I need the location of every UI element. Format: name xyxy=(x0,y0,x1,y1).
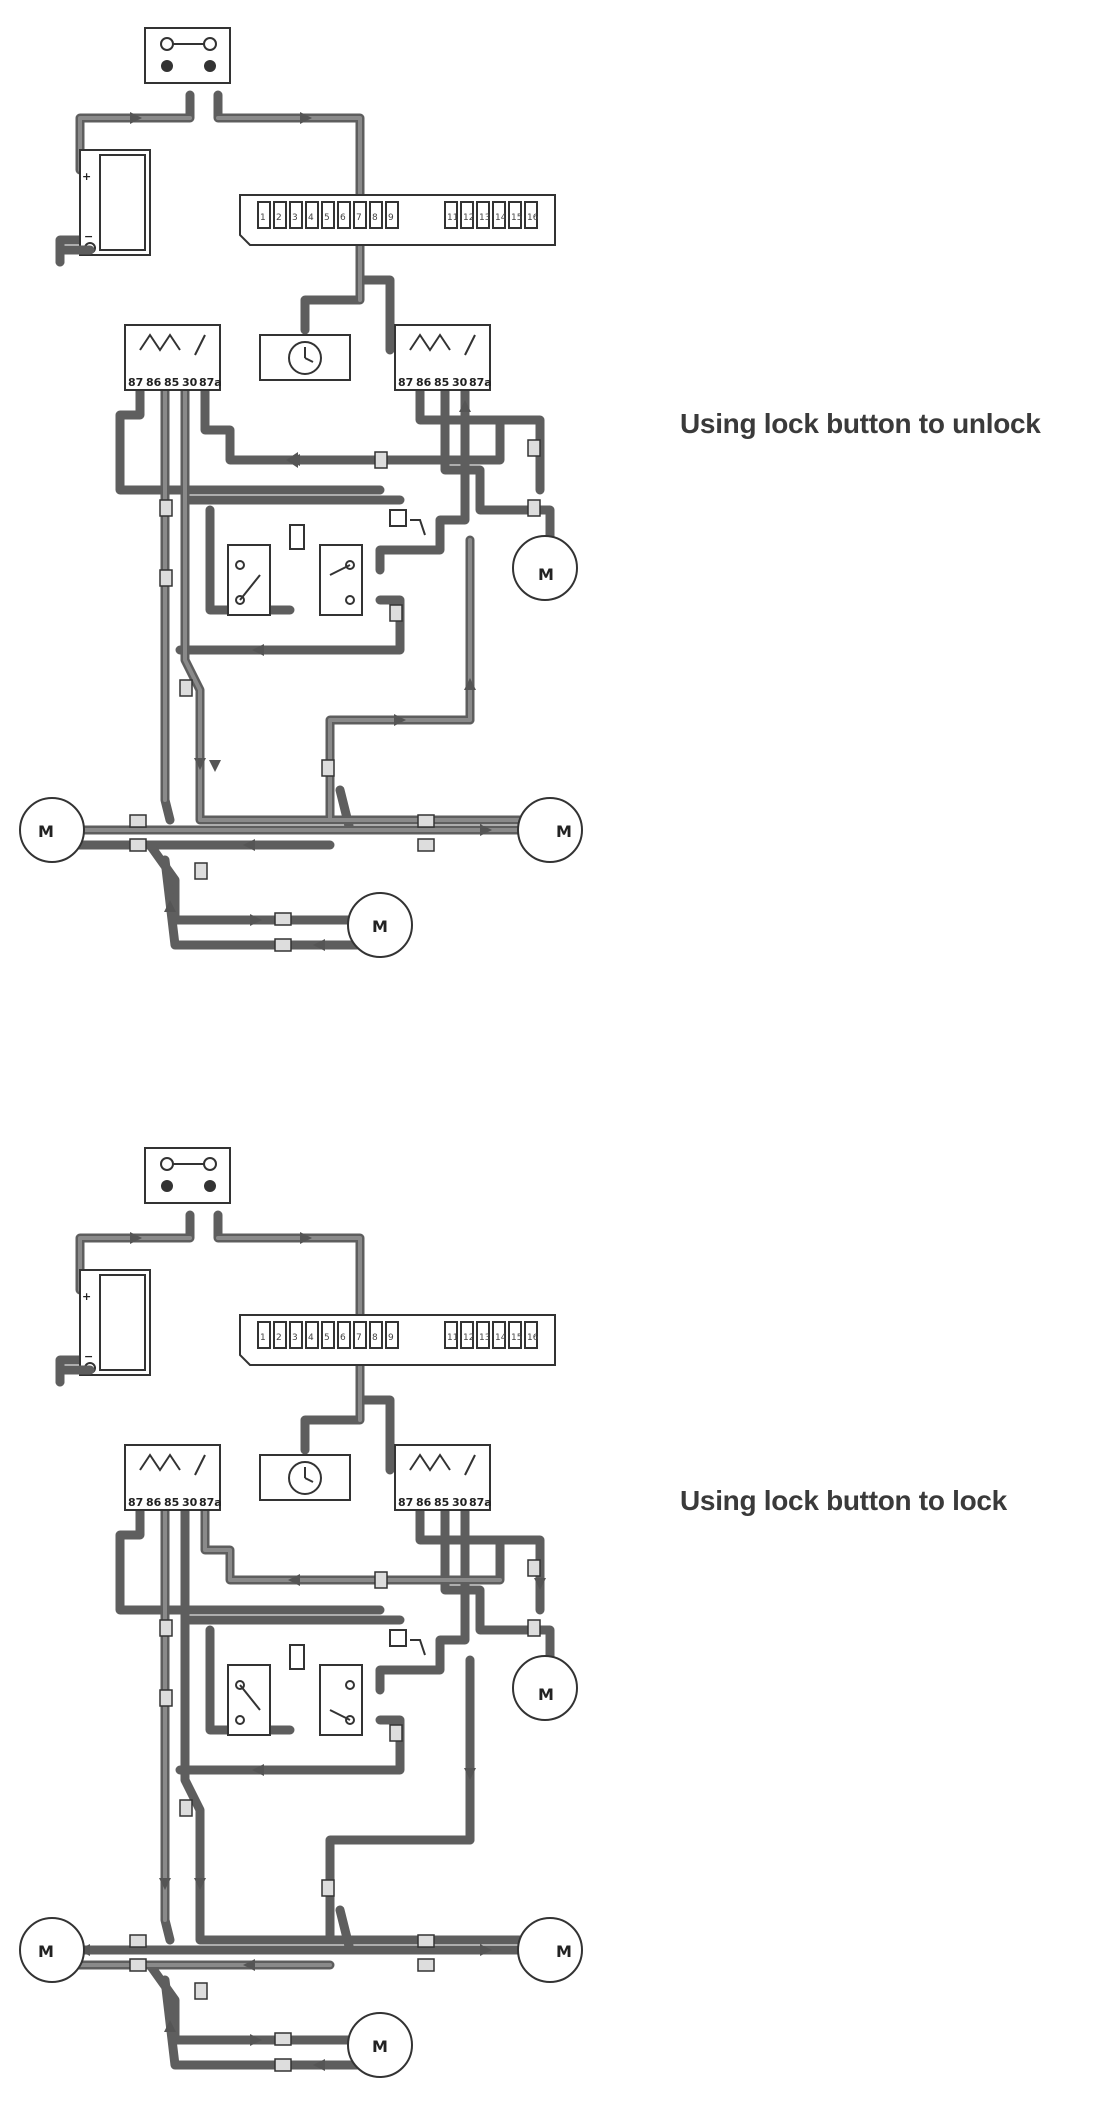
svg-text:30: 30 xyxy=(182,1496,198,1509)
relay-right: 87 86 85 30 87a xyxy=(394,324,492,391)
relay-right: 87 86 85 30 87a xyxy=(394,1444,492,1511)
motor-right: M xyxy=(517,1917,583,1983)
svg-text:87: 87 xyxy=(398,1496,413,1509)
wire-highlights xyxy=(68,116,542,832)
svg-text:M: M xyxy=(556,822,572,841)
svg-text:+: + xyxy=(82,1290,91,1303)
svg-text:−: − xyxy=(84,1350,93,1363)
clock-timer xyxy=(259,1454,351,1501)
caption-lock: Using lock button to lock xyxy=(680,1485,1007,1516)
svg-text:87a: 87a xyxy=(469,1496,492,1509)
svg-text:M: M xyxy=(38,822,54,841)
svg-text:87: 87 xyxy=(398,376,413,389)
fuse-number: 15 xyxy=(511,213,522,223)
fuse-number: 16 xyxy=(527,1333,539,1343)
caption-unlock: Using lock button to unlock xyxy=(680,408,1041,439)
svg-text:30: 30 xyxy=(452,1496,468,1509)
fuse-number: 7 xyxy=(356,1333,362,1343)
motor-right: M xyxy=(517,797,583,863)
svg-text:+: + xyxy=(82,170,91,183)
svg-text:M: M xyxy=(556,1942,572,1961)
motor-bottom: M xyxy=(347,892,413,958)
svg-text:M: M xyxy=(372,917,388,936)
fuse-number: 7 xyxy=(356,213,362,223)
svg-text:30: 30 xyxy=(182,376,198,389)
fuse-number: 1 xyxy=(260,1333,266,1343)
motor-left: M xyxy=(19,797,85,863)
diode-junction xyxy=(289,1629,426,1670)
fuse-number: 6 xyxy=(340,1333,346,1343)
lock-switch-right xyxy=(319,1664,363,1736)
svg-text:86: 86 xyxy=(416,1496,432,1509)
svg-text:86: 86 xyxy=(416,376,432,389)
fuse-number: 3 xyxy=(292,213,298,223)
ignition-switch xyxy=(144,1147,231,1204)
svg-text:87a: 87a xyxy=(199,1496,222,1509)
fuse-number: 15 xyxy=(511,1333,522,1343)
lock-switch-left xyxy=(227,544,271,616)
motor-right-upper: M xyxy=(512,535,578,601)
fuse-number: 2 xyxy=(276,1333,282,1343)
fuse-number: 6 xyxy=(340,213,346,223)
fuse-number: 5 xyxy=(324,1333,330,1343)
battery: + − xyxy=(55,149,151,267)
ignition-switch xyxy=(144,27,231,84)
svg-text:M: M xyxy=(372,2037,388,2056)
fuse-number: 9 xyxy=(388,1333,394,1343)
fuse-number: 4 xyxy=(308,1333,314,1343)
fuse-number: 5 xyxy=(324,213,330,223)
svg-text:−: − xyxy=(84,230,93,243)
clock-timer xyxy=(259,334,351,381)
svg-text:87a: 87a xyxy=(469,376,492,389)
motor-left: M xyxy=(19,1917,85,1983)
fuse-number: 11 xyxy=(447,1333,458,1343)
svg-text:85: 85 xyxy=(434,376,449,389)
svg-text:85: 85 xyxy=(434,1496,449,1509)
current-flow-arrows xyxy=(130,112,492,951)
fuse-number: 3 xyxy=(292,1333,298,1343)
svg-text:85: 85 xyxy=(164,1496,179,1509)
diode-junction xyxy=(289,509,426,550)
fuse-number: 14 xyxy=(495,1333,507,1343)
fuse-number: 14 xyxy=(495,213,507,223)
svg-text:M: M xyxy=(38,1942,54,1961)
fuse-number: 12 xyxy=(463,213,474,223)
battery: + − xyxy=(55,1269,151,1387)
fuse-number: 9 xyxy=(388,213,394,223)
svg-text:30: 30 xyxy=(452,376,468,389)
svg-text:86: 86 xyxy=(146,376,162,389)
fuse-number: 2 xyxy=(276,213,282,223)
svg-text:85: 85 xyxy=(164,376,179,389)
svg-text:M: M xyxy=(538,565,554,584)
fuse-number: 11 xyxy=(447,213,458,223)
fuse-number: 1 xyxy=(260,213,266,223)
svg-text:87a: 87a xyxy=(199,376,222,389)
fuse-number: 16 xyxy=(527,213,539,223)
fuse-number: 12 xyxy=(463,1333,474,1343)
wire-connectors xyxy=(129,1559,541,2072)
current-flow-arrows xyxy=(78,1232,546,2071)
fuse-number: 13 xyxy=(479,213,490,223)
svg-text:86: 86 xyxy=(146,1496,162,1509)
fuse-number: 8 xyxy=(372,213,378,223)
lock-switch-left xyxy=(227,1664,271,1736)
relay-left: 87 86 85 30 87a xyxy=(124,1444,222,1511)
svg-text:87: 87 xyxy=(128,1496,143,1509)
wire-connectors xyxy=(129,439,541,952)
fuse-number: 8 xyxy=(372,1333,378,1343)
relay-left: 87 86 85 30 87a xyxy=(124,324,222,391)
motor-bottom: M xyxy=(347,2012,413,2078)
svg-text:87: 87 xyxy=(128,376,143,389)
lock-switch-right xyxy=(319,544,363,616)
fuse-number: 4 xyxy=(308,213,314,223)
motor-right-upper: M xyxy=(512,1655,578,1721)
svg-text:M: M xyxy=(538,1685,554,1704)
fuse-number: 13 xyxy=(479,1333,490,1343)
